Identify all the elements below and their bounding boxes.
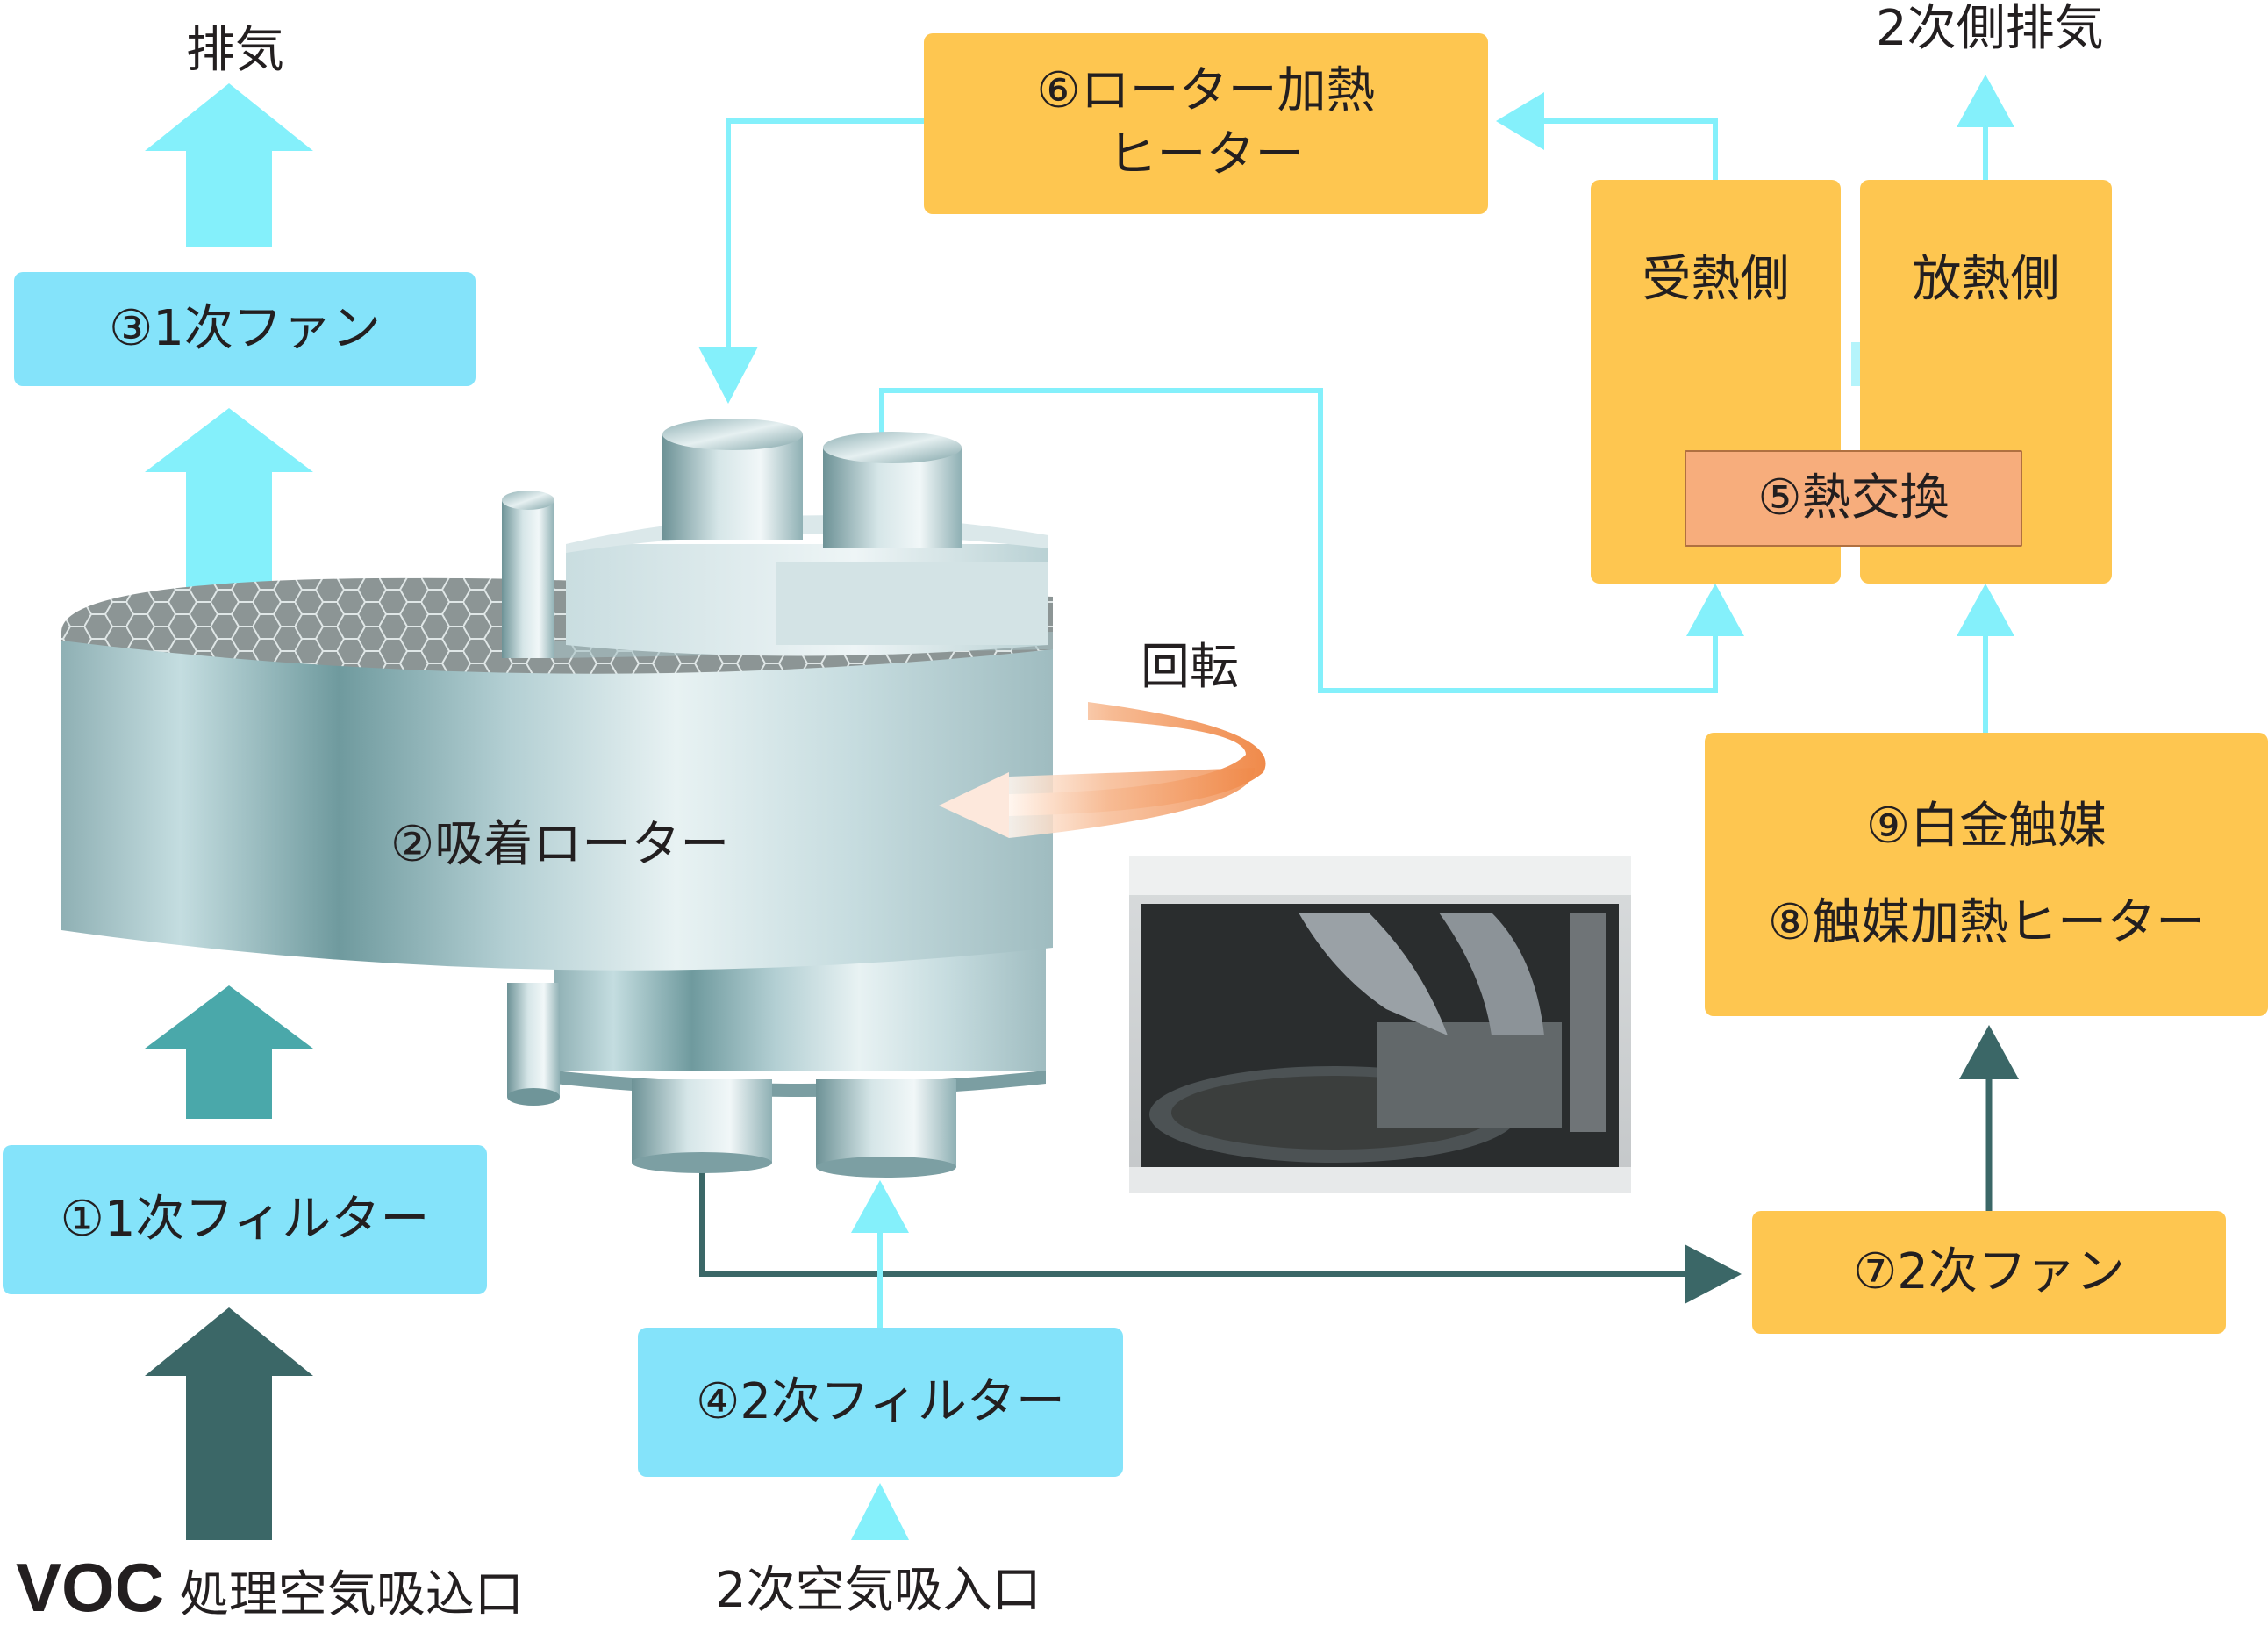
- voc-inlet-label: VOC 処理空気吸込口: [16, 1553, 524, 1622]
- filter-to-rotor-line: [851, 1180, 909, 1329]
- voc-prefix: VOC: [16, 1549, 165, 1626]
- filter-to-rotor-arrow: [145, 985, 313, 1119]
- secondary-filter-box: ④2次フィルター: [638, 1328, 1123, 1477]
- heat-exchange-box: ⑤熱交換: [1685, 450, 2022, 547]
- catalyst-heater-label: ⑧触媒加熱ヒーター: [1767, 893, 2206, 951]
- rotor-to-receive-line: [879, 388, 1744, 693]
- exhaust-label: 排気: [186, 22, 284, 79]
- fan-to-catalyst-line: [1959, 1025, 2019, 1211]
- rotor-heater-label-line1: ⑥ローター加熱: [1036, 62, 1376, 120]
- secondary-inlet-label: 2次空気吸入口: [715, 1562, 1041, 1619]
- rotor-to-fan-line: [699, 1158, 1742, 1304]
- rotation-arrow: [939, 702, 1266, 838]
- rotor-heater-label-line2: ヒーター: [1107, 126, 1305, 183]
- catalyst-box: ⑨白金触媒 ⑧触媒加熱ヒーター: [1705, 733, 2268, 1016]
- heat-receive-side-label: 受熱側: [1642, 251, 1790, 308]
- secondary-exhaust-label: 2次側排気: [1876, 0, 2104, 57]
- receive-to-heater-line: [1496, 92, 1718, 180]
- secondary-inlet-arrow: [851, 1483, 909, 1540]
- rotation-label: 回転: [1141, 639, 1239, 696]
- adsorption-rotor-illustration: [61, 419, 1053, 1178]
- primary-filter-label: ①1次フィルター: [60, 1190, 430, 1248]
- heat-exchange-label: ⑤熱交換: [1757, 469, 1950, 526]
- primary-fan-box: ③1次ファン: [14, 272, 476, 386]
- voc-inlet-text: 処理空気吸込口: [179, 1566, 524, 1623]
- voc-inlet-arrow: [145, 1307, 313, 1540]
- catalyst-to-release-line: [1957, 584, 2014, 733]
- heater-to-rotor-line: [698, 118, 924, 404]
- primary-fan-label: ③1次ファン: [109, 299, 381, 357]
- secondary-filter-label: ④2次フィルター: [696, 1372, 1065, 1430]
- primary-filter-box: ①1次フィルター: [3, 1145, 487, 1294]
- platinum-catalyst-label: ⑨白金触媒: [1865, 798, 2107, 856]
- heat-release-side-label: 放熱側: [1912, 251, 2060, 308]
- exhaust-up-arrow: [145, 83, 313, 247]
- rotor-heater-box: ⑥ローター加熱 ヒーター: [924, 33, 1488, 214]
- adsorption-rotor-label: ②吸着ローター: [390, 816, 730, 873]
- fan-to-exhaust-arrow: [145, 408, 313, 623]
- device-photo: [1129, 856, 1631, 1193]
- secondary-fan-label: ⑦2次ファン: [1853, 1243, 2125, 1300]
- secondary-fan-box: ⑦2次ファン: [1752, 1211, 2226, 1334]
- secondary-exhaust-line: [1957, 75, 2014, 180]
